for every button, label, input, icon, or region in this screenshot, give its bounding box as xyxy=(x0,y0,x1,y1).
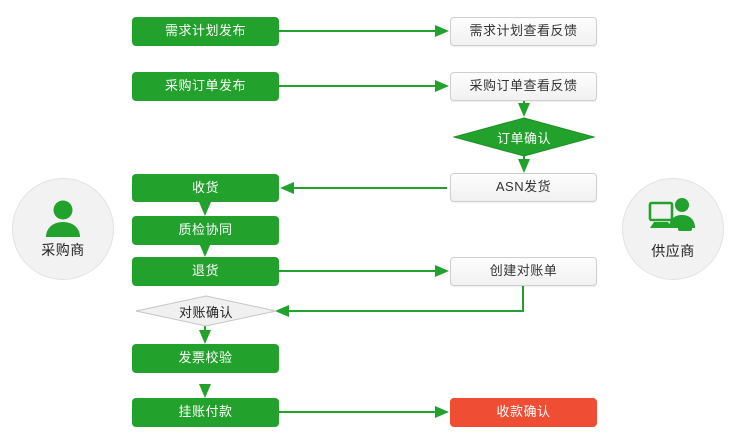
node-demand-plan-publish[interactable]: 需求计划发布 xyxy=(132,17,279,46)
actor-supplier: 供应商 xyxy=(622,178,724,280)
node-asn-shipment[interactable]: ASN发货 xyxy=(450,173,597,202)
node-receive-goods[interactable]: 收货 xyxy=(132,174,279,202)
diamond-shape-plain xyxy=(135,295,277,327)
node-return-goods[interactable]: 退货 xyxy=(132,257,279,286)
node-payment-confirm[interactable]: 收款确认 xyxy=(450,398,597,427)
node-order-confirm[interactable]: 订单确认 xyxy=(452,117,596,157)
actor-buyer-label: 采购商 xyxy=(41,242,85,258)
person-at-computer-icon xyxy=(648,198,695,231)
node-invoice-check[interactable]: 发票校验 xyxy=(132,344,279,373)
actor-buyer: 采购商 xyxy=(12,178,114,280)
diamond-shape-green xyxy=(452,117,596,157)
actor-supplier-label: 供应商 xyxy=(651,243,695,259)
node-payable-payment[interactable]: 挂账付款 xyxy=(132,398,279,427)
node-create-statement[interactable]: 创建对账单 xyxy=(450,257,597,286)
node-demand-plan-feedback[interactable]: 需求计划查看反馈 xyxy=(450,17,597,46)
node-purchase-order-feedback[interactable]: 采购订单查看反馈 xyxy=(450,72,597,101)
node-quality-inspection[interactable]: 质检协同 xyxy=(132,216,279,245)
node-statement-confirm[interactable]: 对账确认 xyxy=(135,295,277,327)
connector-statement-to-confirm xyxy=(275,286,524,317)
person-icon xyxy=(46,200,80,237)
node-purchase-order-publish[interactable]: 采购订单发布 xyxy=(132,72,279,101)
